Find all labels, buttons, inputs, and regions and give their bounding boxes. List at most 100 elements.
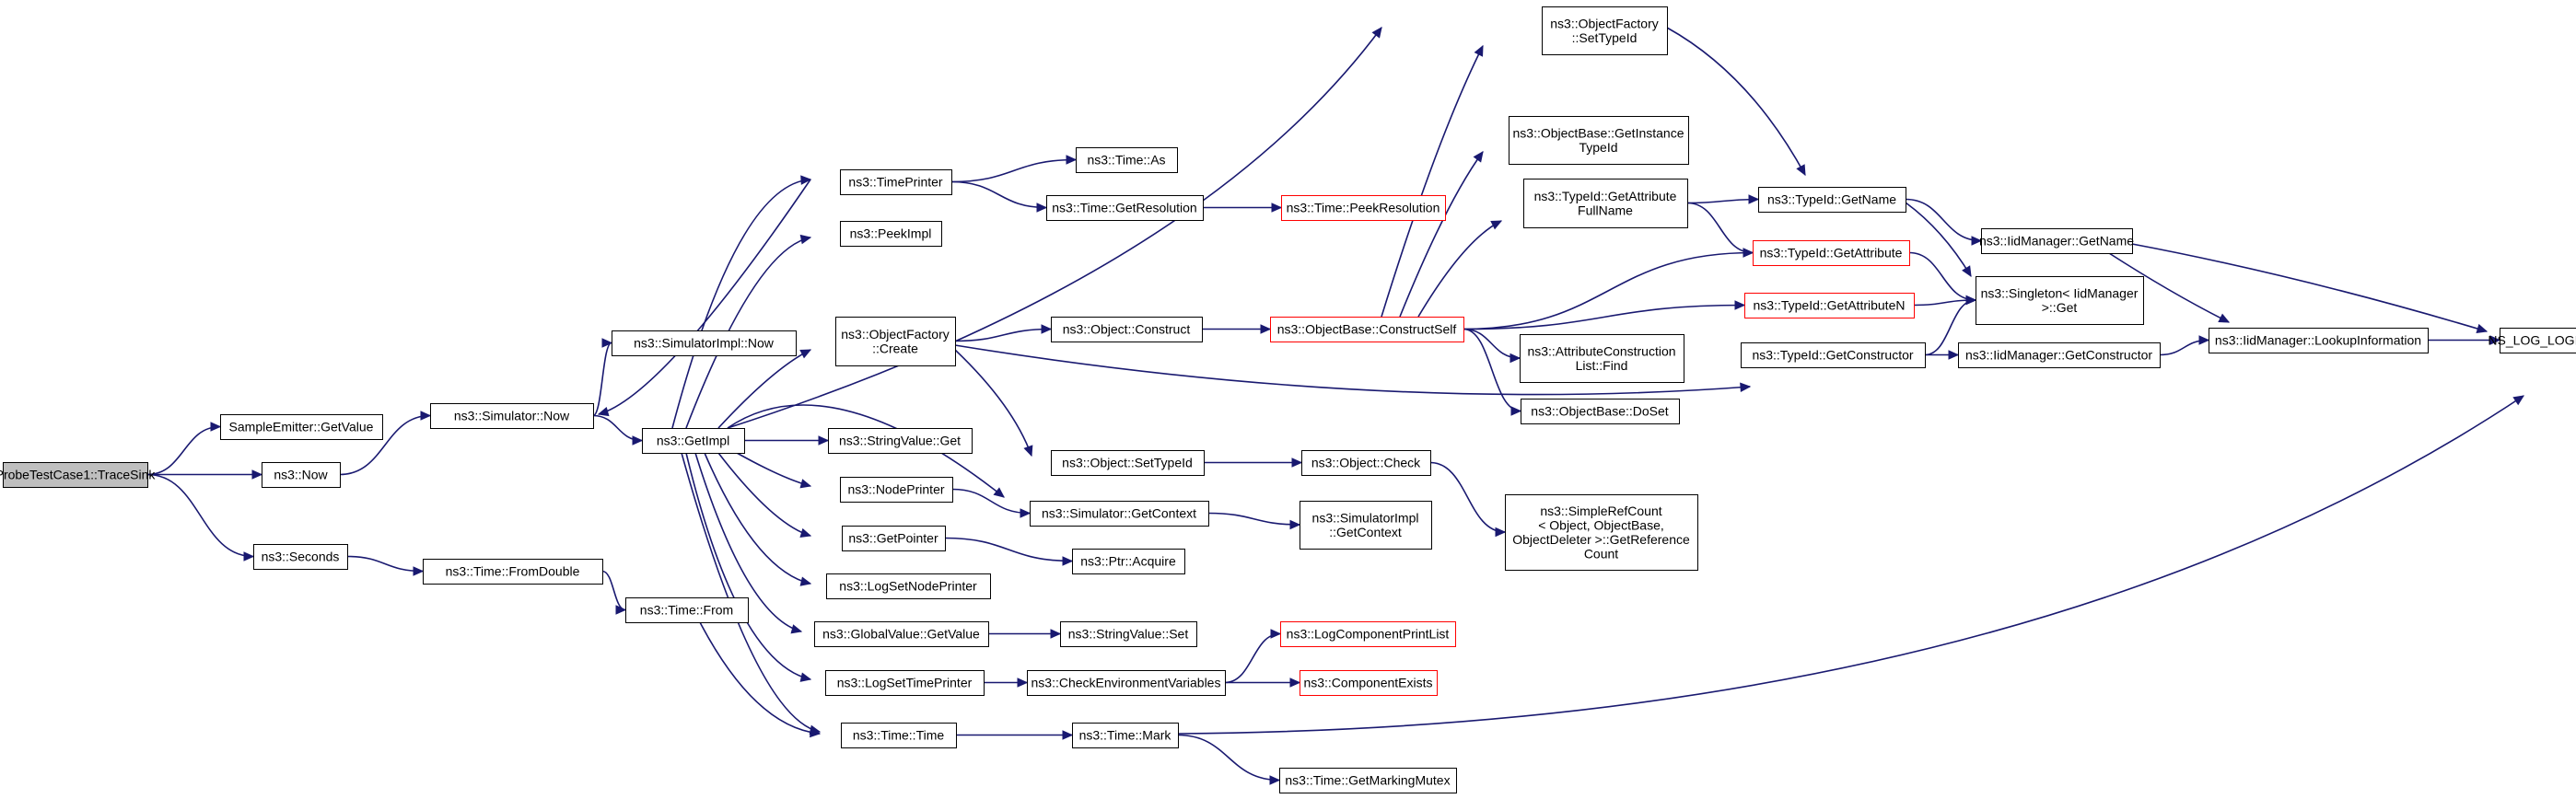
edge-getPointer-to-ptrAcquire [944,537,1074,566]
node-label: ns3::Simulator::Now [454,409,570,423]
node-label: ns3::GlobalValue::GetValue [822,627,980,642]
node-simGetContext[interactable]: ns3::Simulator::GetContext [1030,501,1209,527]
edge-probe-to-seconds [146,473,255,562]
edge-probe-to-sampleEmitter [146,422,222,476]
node-tidGetAttribute[interactable]: ns3::TypeId::GetAttribute [1753,240,1910,266]
node-label: ns3::AttributeConstruction [1527,343,1675,358]
node-timeFromDouble[interactable]: ns3::Time::FromDouble [423,559,603,585]
node-label: ns3::Time::As [1087,153,1165,168]
node-label: ns3::SimulatorImpl [1312,510,1419,525]
node-label: ns3::TypeId::GetConstructor [1752,348,1913,363]
node-ptrAcquire[interactable]: ns3::Ptr::Acquire [1072,549,1185,574]
edge-objectBaseConstructSelf-to-obGetInstanceTypeId [1399,151,1484,318]
node-objectSetTypeId[interactable]: ns3::Object::SetTypeId [1051,450,1205,476]
node-label: ns3::TimePrinter [848,175,943,190]
node-iidManagerLookup[interactable]: ns3::IidManager::LookupInformation [2209,328,2429,353]
node-getImpl[interactable]: ns3::GetImpl [642,428,745,454]
node-logComponentPrintList[interactable]: ns3::LogComponentPrintList [1280,621,1456,647]
edge-timeGetResolution-to-timePeekResolution [1202,203,1283,213]
node-componentExists[interactable]: ns3::ComponentExists [1300,670,1438,696]
node-label: ns3::SimulatorImpl::Now [634,336,775,351]
node-simImplNow[interactable]: ns3::SimulatorImpl::Now [612,330,797,356]
node-label: ns3::LogComponentPrintList [1287,627,1450,642]
edge-objectCheck-to-simpleRefCount [1429,461,1507,538]
node-label: ns3::GetImpl [657,434,729,448]
node-simImplGetContext[interactable]: ns3::SimulatorImpl::GetContext [1300,501,1432,550]
edge-getImpl-to-stringValueGet [743,435,830,446]
node-stringValueGet[interactable]: ns3::StringValue::Get [828,428,973,454]
node-singletonGet[interactable]: ns3::Singleton< IidManager>::Get [1976,276,2144,325]
node-label: ::Create [872,341,918,355]
node-now[interactable]: ns3::Now [262,462,341,488]
edge-getImpl-to-peekImpl [685,234,812,429]
node-timeGetMarkingMutex[interactable]: ns3::Time::GetMarkingMutex [1279,768,1457,793]
node-timeMark[interactable]: ns3::Time::Mark [1072,723,1179,748]
node-seconds[interactable]: ns3::Seconds [253,544,348,570]
node-label: ns3::ObjectBase::GetInstance [1513,125,1684,140]
node-label: ns3::Object::Construct [1063,322,1191,337]
node-label: < Object, ObjectBase, [1538,517,1664,532]
node-checkEnv[interactable]: ns3::CheckEnvironmentVariables [1027,670,1226,696]
node-label: ns3::GetPointer [848,531,938,546]
node-label: ns3::Object::Check [1311,456,1421,470]
node-nodePrinter[interactable]: ns3::NodePrinter [840,477,953,503]
node-timeTime[interactable]: ns3::Time::Time [841,723,957,748]
node-globalValueGetValue[interactable]: ns3::GlobalValue::GetValue [814,621,989,647]
node-getPointer[interactable]: ns3::GetPointer [842,526,946,551]
edge-objectBaseConstructSelf-to-tidGetAttributeN [1463,300,1746,330]
node-label: SampleEmitter::GetValue [229,420,374,434]
node-label: FullName [1578,203,1633,217]
node-nsLogLogic[interactable]: NS_LOG_LOGIC [2488,328,2576,353]
node-iidManagerGetConstructor[interactable]: ns3::IidManager::GetConstructor [1958,342,2161,368]
node-timePeekResolution[interactable]: ns3::Time::PeekResolution [1281,195,1446,221]
node-tidGetAttributeN[interactable]: ns3::TypeId::GetAttributeN [1744,293,1915,318]
node-timePrinter[interactable]: ns3::TimePrinter [840,169,952,195]
node-label: ns3::Time::GetMarkingMutex [1285,773,1450,788]
edge-seconds-to-timeFromDouble [346,555,425,576]
edge-probe-to-now [147,469,263,480]
edge-tidGetName-to-singletonGet [1905,202,1972,278]
node-label: ns3::ObjectBase::ConstructSelf [1277,322,1457,337]
node-label: ns3::Time::From [640,603,733,618]
edge-getImpl-to-tidGetName [727,27,1382,429]
node-logSetTimePrinter[interactable]: ns3::LogSetTimePrinter [825,670,985,696]
node-simpleRefCount[interactable]: ns3::SimpleRefCount< Object, ObjectBase,… [1505,494,1698,571]
edge-nodePrinter-to-simGetContext [951,488,1032,518]
node-label: ProbeTestCase1::TraceSink [0,468,156,482]
edge-checkEnv-to-logComponentPrintList [1224,629,1282,684]
edge-getImpl-to-timeTime [681,452,822,735]
node-obDoSet[interactable]: ns3::ObjectBase::DoSet [1521,399,1680,424]
node-label: ns3::Time::FromDouble [446,564,580,579]
node-timeGetResolution[interactable]: ns3::Time::GetResolution [1046,195,1204,221]
node-sampleEmitter[interactable]: SampleEmitter::GetValue [220,414,383,440]
node-tidGetName[interactable]: ns3::TypeId::GetName [1758,187,1906,213]
node-logSetNodePrinter[interactable]: ns3::LogSetNodePrinter [826,573,991,599]
node-tidGetConstructor[interactable]: ns3::TypeId::GetConstructor [1741,342,1926,368]
node-label: ns3::Object::SetTypeId [1062,456,1193,470]
node-label: List::Find [1576,358,1628,373]
node-stringValueSet[interactable]: ns3::StringValue::Set [1060,621,1197,647]
node-probe[interactable]: ProbeTestCase1::TraceSink [0,462,156,488]
edge-ofCreate-to-objectConstruct [954,324,1053,342]
node-objectCheck[interactable]: ns3::Object::Check [1301,450,1431,476]
node-ofCreate[interactable]: ns3::ObjectFactory::Create [835,317,956,366]
node-label: ns3::TypeId::GetName [1767,192,1896,207]
node-timeFrom[interactable]: ns3::Time::From [625,597,749,623]
node-objectBaseConstructSelf[interactable]: ns3::ObjectBase::ConstructSelf [1270,317,1464,342]
node-timeAs[interactable]: ns3::Time::As [1076,147,1178,173]
node-ofSetTypeId[interactable]: ns3::ObjectFactory::SetTypeId [1542,6,1668,55]
node-label: ns3::Time::Mark [1079,728,1172,743]
node-iidManagerGetName[interactable]: ns3::IidManager::GetName [1979,228,2134,254]
node-simNow[interactable]: ns3::Simulator::Now [430,403,594,429]
edge-objectBaseConstructSelf-to-tidGetAttributeFullName [1417,220,1503,318]
node-objectConstruct[interactable]: ns3::Object::Construct [1051,317,1203,342]
edge-timeMark-to-timeGetMarkingMutex [1177,734,1281,785]
node-label: ns3::Time::PeekResolution [1287,201,1440,215]
node-peekImpl[interactable]: ns3::PeekImpl [840,221,942,247]
edge-getImpl-to-ofCreate [717,349,812,429]
edge-objectBaseConstructSelf-to-attrConstructionListFind [1463,328,1521,364]
